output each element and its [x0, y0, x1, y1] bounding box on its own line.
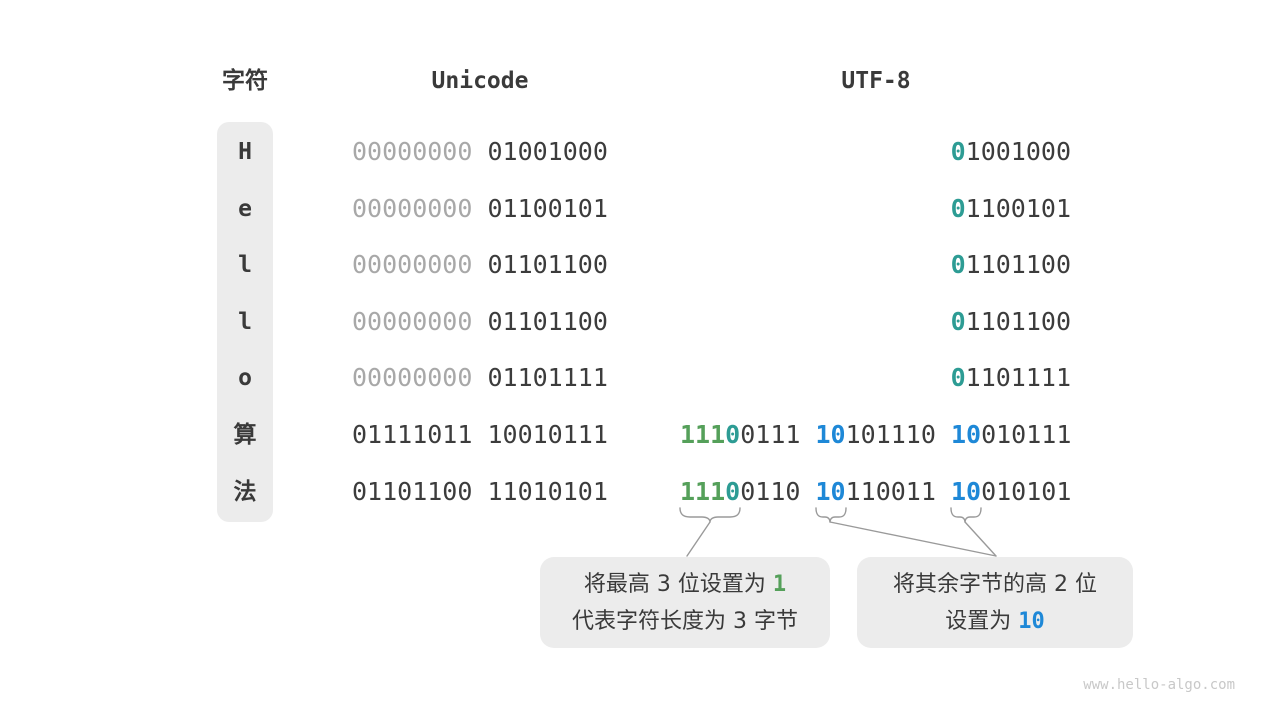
table-row: l 00000000 01101100 01101100: [0, 237, 1280, 293]
utf8-payload-1: 0111: [740, 420, 816, 449]
unicode-high-byte: 01111011: [352, 420, 473, 449]
utf8-payload-1: 1001000: [965, 137, 1071, 166]
unicode-low-byte: 11010101: [472, 477, 608, 506]
unicode-low-byte: 01001000: [472, 137, 608, 166]
character-cell: o: [238, 365, 252, 391]
highlight-bits-blue: 10: [1018, 608, 1045, 634]
table-row: o 00000000 01101111 01101111: [0, 350, 1280, 406]
unicode-high-byte: 00000000: [352, 363, 473, 392]
utf8-continuation-prefix-3: 10: [950, 477, 982, 506]
utf8-payload-2: 110011: [845, 477, 951, 506]
unicode-value: 01111011 10010111: [352, 407, 608, 463]
watermark: www.hello-algo.com: [1083, 677, 1235, 693]
unicode-value: 00000000 01101100: [352, 294, 608, 350]
column-header-unicode: Unicode: [431, 68, 529, 94]
utf8-payload-1: 0110: [740, 477, 816, 506]
unicode-high-byte: 00000000: [352, 137, 473, 166]
unicode-value: 01101100 11010101: [352, 464, 608, 520]
column-header-utf8: UTF-8: [841, 68, 911, 94]
utf8-continuation-prefix-2: 10: [815, 477, 846, 506]
utf8-payload-1: 1101100: [965, 307, 1071, 336]
utf8-terminator-bit: 0: [950, 137, 966, 166]
unicode-high-byte: 01101100: [352, 477, 473, 506]
utf8-length-bits: 111: [680, 477, 726, 506]
utf8-payload-1: 1100101: [965, 194, 1071, 223]
utf8-terminator-bit: 0: [950, 250, 966, 279]
utf8-terminator-bit: 0: [725, 420, 741, 449]
character-cell: 算: [233, 422, 257, 448]
utf8-value: 11100110 10110011 10010101: [680, 464, 1071, 520]
unicode-low-byte: 01101100: [472, 307, 608, 336]
utf8-value: 11100111 10101110 10010111: [680, 407, 1071, 463]
utf8-continuation-prefix-2: 10: [815, 420, 846, 449]
character-cell: l: [238, 252, 252, 278]
character-cell: H: [238, 139, 252, 165]
utf8-value: 01101100: [680, 294, 1071, 350]
unicode-low-byte: 01101100: [472, 250, 608, 279]
character-cell: e: [238, 196, 252, 222]
utf8-value: 01101100: [680, 237, 1071, 293]
callout-length-rule: 将最高 3 位设置为 1 代表字符长度为 3 字节: [540, 557, 830, 648]
utf8-payload-1: 1101111: [965, 363, 1071, 392]
utf8-payload-1: 1101100: [965, 250, 1071, 279]
utf8-payload-3: 010101: [981, 477, 1072, 506]
unicode-value: 00000000 01100101: [352, 181, 608, 237]
table-row: 法 01101100 11010101 11100110 10110011 10…: [0, 464, 1280, 520]
utf8-payload-2: 101110: [845, 420, 951, 449]
callout-text: 设置为: [945, 608, 1019, 634]
table-row: H 00000000 01001000 01001000: [0, 124, 1280, 180]
callout-text: 将最高 3 位设置为: [583, 571, 773, 597]
utf8-value: 01001000: [680, 124, 1071, 180]
table-row: e 00000000 01100101 01100101: [0, 181, 1280, 237]
connector-line-right: [964, 521, 997, 557]
utf8-payload-3: 010111: [981, 420, 1072, 449]
table-row: l 00000000 01101100 01101100: [0, 294, 1280, 350]
utf8-terminator-bit: 0: [950, 307, 966, 336]
table-row: 算 01111011 10010111 11100111 10101110 10…: [0, 407, 1280, 463]
callout-continuation-rule: 将其余字节的高 2 位 设置为 10: [857, 557, 1133, 648]
unicode-low-byte: 10010111: [472, 420, 608, 449]
callout-line: 将其余字节的高 2 位: [893, 571, 1097, 597]
character-column-bar: [217, 122, 273, 522]
character-cell: 法: [233, 479, 257, 505]
utf8-value: 01101111: [680, 350, 1071, 406]
unicode-high-byte: 00000000: [352, 250, 473, 279]
callout-line: 设置为 10: [945, 603, 1045, 640]
character-cell: l: [238, 309, 252, 335]
callout-line: 代表字符长度为 3 字节: [572, 608, 798, 634]
unicode-low-byte: 01101111: [472, 363, 608, 392]
utf8-terminator-bit: 0: [950, 194, 966, 223]
unicode-value: 00000000 01001000: [352, 124, 608, 180]
unicode-high-byte: 00000000: [352, 194, 473, 223]
column-header-character: 字符: [222, 68, 268, 94]
utf8-terminator-bit: 0: [725, 477, 741, 506]
unicode-low-byte: 01100101: [472, 194, 608, 223]
connector-line-left: [686, 521, 711, 557]
utf8-terminator-bit: 0: [950, 363, 966, 392]
utf8-value: 01100101: [680, 181, 1071, 237]
unicode-high-byte: 00000000: [352, 307, 473, 336]
unicode-value: 00000000 01101100: [352, 237, 608, 293]
connector-line-mid: [829, 521, 997, 557]
callout-line: 将最高 3 位设置为 1: [584, 566, 786, 603]
utf8-continuation-prefix-3: 10: [950, 420, 982, 449]
highlight-bit-green: 1: [772, 571, 787, 597]
utf8-length-bits: 111: [680, 420, 726, 449]
unicode-value: 00000000 01101111: [352, 350, 608, 406]
